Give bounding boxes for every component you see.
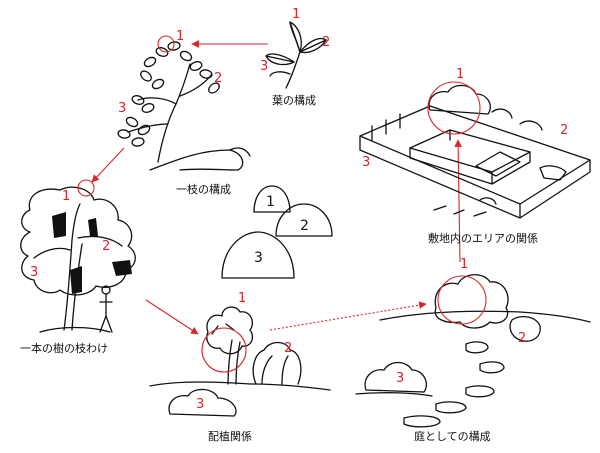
planting-sketch bbox=[149, 306, 331, 417]
tree-marker-2: 2 bbox=[102, 239, 110, 254]
leaf-marker-1: 1 bbox=[292, 7, 300, 22]
tree-focus-circle bbox=[77, 179, 95, 197]
garden-marker-1: 1 bbox=[460, 257, 468, 272]
caption-tree: 一本の樹の枝わけ bbox=[20, 341, 108, 355]
leaf-sketch bbox=[265, 21, 327, 89]
site-marker-1: 1 bbox=[456, 67, 464, 82]
caption-branch: 一枝の構成 bbox=[176, 182, 231, 196]
site-marker-3: 3 bbox=[362, 155, 370, 170]
tree-marker-1: 1 bbox=[62, 189, 70, 204]
planting-marker-2: 2 bbox=[284, 341, 292, 356]
dome-label-3: 3 bbox=[254, 250, 263, 266]
branch-marker-2: 2 bbox=[214, 71, 222, 86]
dome-key bbox=[221, 185, 333, 279]
site-marker-2: 2 bbox=[560, 123, 568, 138]
arrow-tree-to-planting bbox=[145, 299, 199, 335]
leaf-marker-2: 2 bbox=[322, 35, 330, 50]
garden-sketch bbox=[355, 274, 591, 428]
branch-sketch bbox=[117, 41, 251, 171]
branch-marker-3: 3 bbox=[118, 101, 126, 116]
caption-leaf: 葉の構成 bbox=[272, 93, 316, 107]
arrow-planting-to-garden bbox=[269, 301, 427, 331]
arrow-garden-to-site bbox=[454, 139, 462, 263]
tree-sketch bbox=[20, 186, 136, 333]
planting-marker-3: 3 bbox=[196, 397, 204, 412]
site-sketch bbox=[359, 84, 591, 219]
caption-planting: 配植関係 bbox=[208, 429, 252, 443]
site-focus-circle bbox=[427, 81, 481, 135]
tree-marker-3: 3 bbox=[30, 265, 38, 280]
garden-marker-2: 2 bbox=[518, 331, 526, 346]
leaf-marker-3: 3 bbox=[260, 59, 268, 74]
dome-label-1: 1 bbox=[266, 194, 275, 210]
caption-site: 敷地内のエリアの関係 bbox=[428, 231, 538, 245]
arrow-branch-to-tree bbox=[91, 147, 125, 183]
branch-marker-1: 1 bbox=[176, 29, 184, 44]
garden-marker-3: 3 bbox=[396, 371, 404, 386]
garden-focus-circle bbox=[437, 275, 487, 325]
caption-garden: 庭としての構成 bbox=[414, 429, 491, 443]
branch-focus-circle bbox=[157, 35, 175, 53]
dome-label-2: 2 bbox=[300, 218, 309, 234]
planting-focus-circle bbox=[201, 327, 247, 373]
planting-marker-1: 1 bbox=[238, 291, 246, 306]
